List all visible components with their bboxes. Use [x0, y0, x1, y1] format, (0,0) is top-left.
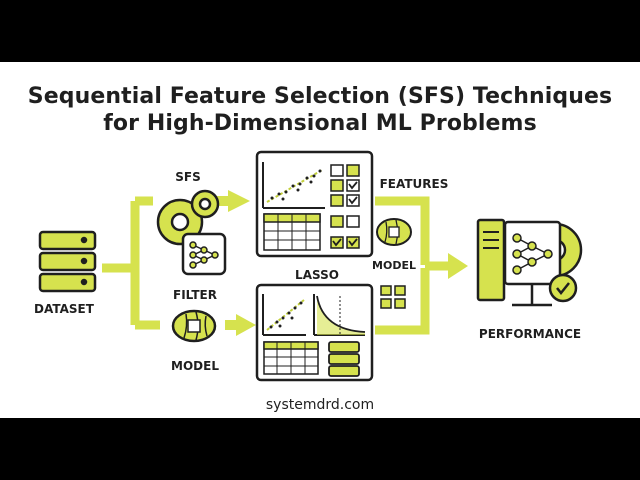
checkbox-icon [330, 215, 360, 249]
checkbox-icon [380, 285, 406, 309]
bottom-letterbox [0, 418, 640, 480]
sfs-results-panel [255, 150, 374, 258]
checkbox-icon [330, 164, 360, 207]
brain-chip-icon [376, 218, 412, 246]
table-grid-icon [263, 341, 319, 375]
flow-connectors [102, 196, 448, 335]
decay-curve-icon [313, 294, 366, 336]
brain-chip-icon [171, 309, 217, 343]
neural-network-icon [512, 233, 553, 275]
title-line-2: for High-Dimensional ML Problems [103, 111, 537, 136]
server-icon [476, 218, 583, 307]
checkmark-badge-icon [548, 273, 578, 303]
label-lasso: LASSO [295, 268, 339, 282]
arrow-icon [448, 253, 468, 279]
label-performance: PERFORMANCE [478, 327, 582, 341]
label-dataset: DATASET [34, 302, 94, 316]
database-icon [38, 230, 97, 293]
label-features: FEATURES [379, 177, 449, 191]
table-grid-icon [263, 213, 321, 251]
website-footer[interactable]: systemdrd.com [265, 397, 375, 413]
connector-from-bottom-panel [375, 268, 430, 335]
arrow-icon [236, 314, 256, 336]
label-filter: FILTER [173, 288, 217, 302]
label-model-right: MODEL [372, 259, 416, 272]
database-icon [328, 341, 360, 377]
top-letterbox [0, 0, 640, 62]
scatter-plot-icon [262, 162, 325, 209]
arrow-icon [228, 190, 250, 212]
connector-from-top-panel [375, 196, 430, 265]
lasso-results-panel [255, 283, 374, 382]
scatter-plot-icon [262, 294, 306, 336]
label-sfs: SFS [175, 170, 201, 184]
neural-network-icon [181, 232, 227, 276]
label-model-left: MODEL [171, 359, 219, 373]
title-line-1: Sequential Feature Selection (SFS) Techn… [27, 84, 613, 109]
